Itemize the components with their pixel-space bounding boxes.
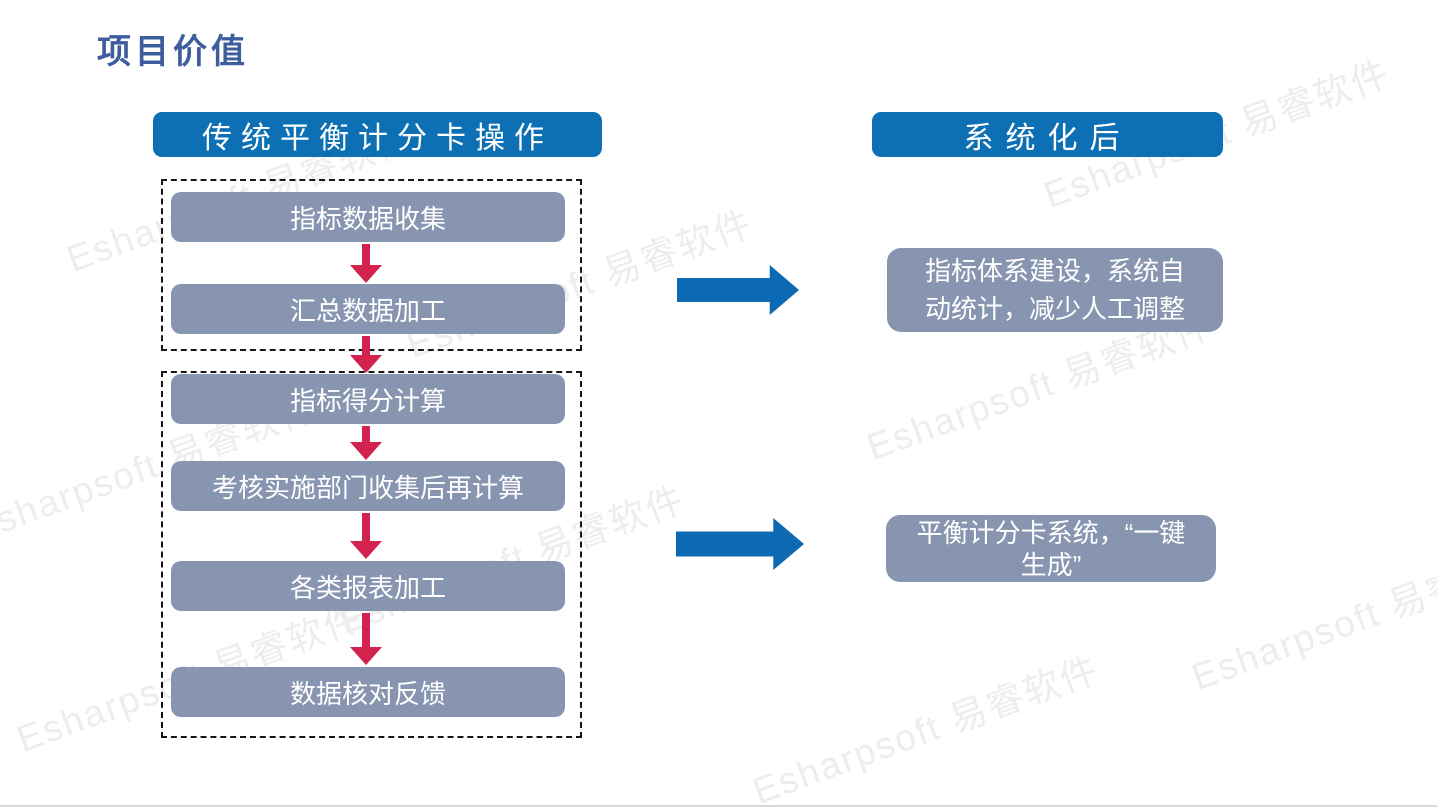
step-box-score-calc: 指标得分计算: [171, 374, 565, 424]
down-arrow-icon: [350, 613, 382, 665]
arrow-stem: [362, 244, 370, 269]
watermark-text: Esharpsoft 易睿软件: [747, 648, 1105, 811]
right-arrow-icon: [677, 265, 799, 315]
step-box-data-feedback: 数据核对反馈: [171, 667, 565, 717]
arrow-stem: [362, 426, 370, 446]
right-column-header: 系统化后: [872, 112, 1223, 157]
page-title: 项目价值: [97, 33, 249, 71]
arrow-head: [350, 442, 382, 460]
arrow-head: [350, 541, 382, 559]
down-arrow-icon: [350, 244, 382, 283]
benefit-box-indicator-system: 指标体系建设，系统自动统计，减少人工调整: [887, 248, 1223, 332]
step-box-summarize-data: 汇总数据加工: [171, 284, 565, 334]
arrow-head: [350, 647, 382, 665]
right-arrow-icon: [676, 518, 804, 570]
arrow-head: [350, 355, 382, 373]
arrow-stem: [362, 336, 370, 359]
step-box-dept-recalc: 考核实施部门收集后再计算: [171, 461, 565, 511]
arrow-stem: [362, 613, 370, 651]
down-arrow-icon: [350, 336, 382, 373]
benefit-box-one-click: 平衡计分卡系统，“一键生成”: [886, 515, 1216, 582]
watermark-text: Esharpsoft 易睿软件: [1186, 534, 1437, 698]
step-box-collect-data: 指标数据收集: [171, 192, 565, 242]
left-column-header: 传统平衡计分卡操作: [153, 112, 602, 157]
slide-bottom-border: [0, 805, 1437, 807]
down-arrow-icon: [350, 426, 382, 460]
step-box-report-processing: 各类报表加工: [171, 561, 565, 611]
down-arrow-icon: [350, 513, 382, 559]
arrow-head: [350, 265, 382, 283]
group-1-outline: [161, 179, 582, 351]
arrow-stem: [362, 513, 370, 545]
